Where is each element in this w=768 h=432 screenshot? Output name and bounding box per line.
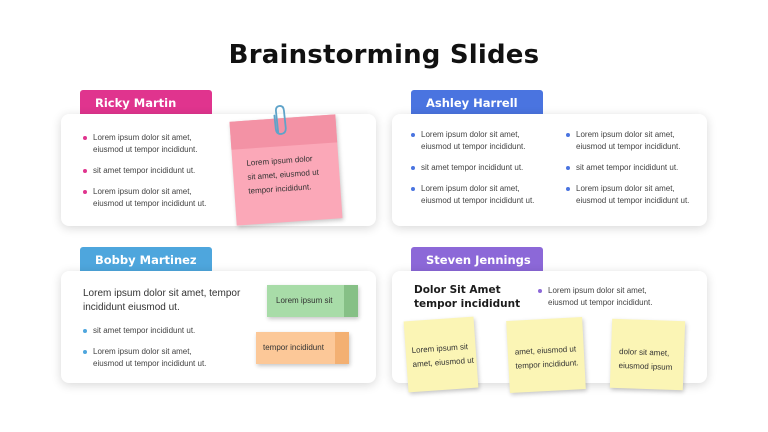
bullet-text: sit amet tempor incididunt ut. — [93, 166, 196, 175]
yellow-sticky-note: amet, eiusmod ut tempor incididunt. — [506, 317, 586, 393]
list-item: Lorem ipsum dolor sit amet, eiusmod ut t… — [83, 132, 206, 156]
bullet-text: Lorem ipsum dolor sit amet, eiusmod ut t… — [576, 130, 681, 151]
sticky-note-text: dolor sit amet, eiusmod ipsum — [618, 347, 673, 372]
bullet-dot — [566, 187, 570, 191]
list-item: Lorem ipsum dolor sit amet, eiusmod ut t… — [83, 186, 206, 210]
bullet-dot — [83, 169, 87, 173]
yellow-sticky-note: Lorem ipsum sit amet, eiusmod ut — [403, 316, 479, 393]
page-title: Brainstorming Slides — [228, 40, 540, 70]
steven-jennings-bullets: Lorem ipsum dolor sit amet, eiusmod ut t… — [538, 285, 653, 309]
bullet-text: Lorem ipsum dolor sit amet, eiusmod ut t… — [421, 184, 535, 205]
bullet-dot — [566, 166, 570, 170]
list-item: sit amet tempor incididunt ut. — [83, 325, 206, 337]
list-item: Lorem ipsum dolor sit amet, eiusmod ut t… — [83, 346, 206, 370]
sticky-note-band — [344, 285, 358, 317]
ashley-harrell-tab: Ashley Harrell — [411, 90, 543, 116]
bobby-martinez-bullets: sit amet tempor incididunt ut. Lorem ips… — [83, 325, 206, 370]
list-item: Lorem ipsum dolor sit amet, eiusmod ut t… — [411, 129, 534, 153]
list-item: Lorem ipsum dolor sit amet, eiusmod ut t… — [538, 285, 653, 309]
sticky-note-band — [335, 332, 349, 364]
steven-jennings-heading: Dolor Sit Amet tempor incididunt — [414, 284, 521, 310]
sticky-note-text: amet, eiusmod ut tempor incididunt. — [514, 344, 579, 371]
ricky-martin-bullets: Lorem ipsum dolor sit amet, eiusmod ut t… — [83, 132, 206, 210]
list-item: sit amet tempor incididunt ut. — [83, 165, 206, 177]
green-sticky-note: Lorem ipsum sit — [267, 285, 358, 317]
steven-jennings-tab: Steven Jennings — [411, 247, 543, 273]
bobby-martinez-card: Lorem ipsum dolor sit amet, tempor incid… — [61, 271, 376, 383]
sticky-note-text: tempor incididunt — [263, 343, 324, 352]
bullet-text: Lorem ipsum dolor sit amet, eiusmod ut t… — [93, 133, 198, 154]
yellow-sticky-note: dolor sit amet, eiusmod ipsum — [609, 318, 686, 391]
list-item: sit amet tempor incididunt ut. — [411, 162, 534, 174]
list-item: sit amet tempor incididunt ut. — [566, 162, 689, 174]
bullet-text: Lorem ipsum dolor sit amet, eiusmod ut t… — [93, 187, 207, 208]
sticky-note-text: Lorem ipsum dolor sit amet, eiusmod ut t… — [246, 154, 320, 196]
orange-sticky-note: tempor incididunt — [256, 332, 349, 364]
bullet-text: Lorem ipsum dolor sit amet, eiusmod ut t… — [548, 286, 653, 307]
list-item: Lorem ipsum dolor sit amet, eiusmod ut t… — [566, 129, 689, 153]
bullet-dot — [411, 166, 415, 170]
bullet-dot — [83, 136, 87, 140]
bullet-text: Lorem ipsum dolor sit amet, eiusmod ut t… — [576, 184, 690, 205]
list-item: Lorem ipsum dolor sit amet, eiusmod ut t… — [411, 183, 534, 207]
bullet-dot — [83, 329, 87, 333]
bullet-dot — [411, 133, 415, 137]
bullet-dot — [566, 133, 570, 137]
list-item: Lorem ipsum dolor sit amet, eiusmod ut t… — [566, 183, 689, 207]
bullet-text: sit amet tempor incididunt ut. — [93, 326, 196, 335]
bullet-text: Lorem ipsum dolor sit amet, eiusmod ut t… — [421, 130, 526, 151]
bullet-dot — [83, 350, 87, 354]
sticky-note-text: Lorem ipsum sit amet, eiusmod ut — [411, 342, 475, 369]
ricky-martin-tab: Ricky Martin — [80, 90, 212, 116]
paperclip-icon — [273, 105, 287, 135]
bobby-martinez-tab: Bobby Martinez — [80, 247, 212, 273]
bullet-text: Lorem ipsum dolor sit amet, eiusmod ut t… — [93, 347, 207, 368]
bobby-martinez-lead-text: Lorem ipsum dolor sit amet, tempor incid… — [83, 288, 241, 313]
bullet-dot — [83, 190, 87, 194]
sticky-note-text: Lorem ipsum sit — [276, 296, 333, 305]
bullet-text: sit amet tempor incididunt ut. — [576, 163, 679, 172]
ashley-harrell-bullets-left: Lorem ipsum dolor sit amet, eiusmod ut t… — [411, 129, 534, 207]
bullet-text: sit amet tempor incididunt ut. — [421, 163, 524, 172]
bullet-dot — [411, 187, 415, 191]
ashley-harrell-card: Lorem ipsum dolor sit amet, eiusmod ut t… — [392, 114, 707, 226]
ashley-harrell-bullets-right: Lorem ipsum dolor sit amet, eiusmod ut t… — [566, 129, 689, 207]
bullet-dot — [538, 289, 542, 293]
